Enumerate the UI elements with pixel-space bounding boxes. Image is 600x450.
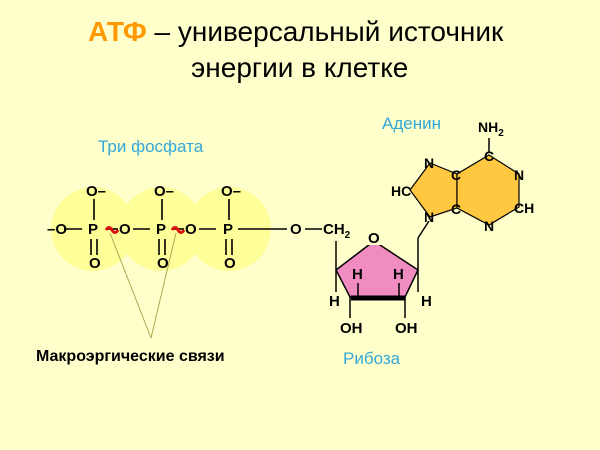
atom-oh-1: OH (340, 320, 363, 337)
atom-n-3: N (484, 218, 494, 234)
label-ribose: Рибоза (343, 349, 401, 368)
label-three-phosphates: Три фосфата (98, 137, 204, 156)
title-accent: АТФ (88, 16, 147, 47)
adenine-six-ring (456, 154, 520, 226)
atom-c-5: C (451, 167, 461, 183)
ribose-o-bg (366, 229, 382, 245)
atom-ribose-o: O (368, 230, 380, 247)
atom-o-double-3: O (224, 255, 236, 272)
atom-n-1: N (514, 167, 524, 183)
atom-ch-2: CH (514, 200, 534, 216)
atom-p-2: P (156, 221, 166, 238)
title-line-1-rest: – универсальный источник (146, 16, 504, 47)
atom-n-9: N (424, 209, 434, 225)
phosphate-circle-1 (51, 187, 135, 271)
ribose-ring (335, 220, 430, 318)
atom-hc-8: HC (391, 183, 411, 199)
atom-h-4: H (421, 293, 432, 310)
atom-o-minus-1: O– (86, 183, 106, 200)
ribose-pentagon (335, 240, 419, 298)
atom-nh2: NH2 (478, 119, 504, 139)
atom-ch2: CH2 (323, 221, 351, 241)
ribose-atoms: O H H H H OH OH (329, 230, 432, 337)
phosphate-circle-3 (187, 187, 271, 271)
phosphate-atoms: O– O– O– –O P O P O P O O O O CH2 (47, 183, 351, 272)
label-adenine: Аденин (382, 114, 441, 133)
adenine-five-ring (409, 162, 458, 218)
adenine-rings (409, 138, 520, 226)
macroergic-pointer-lines (109, 232, 177, 339)
atom-p-1: P (88, 221, 98, 238)
atom-o-bridge-2: O (185, 221, 197, 238)
atom-o-bridge-1: O (119, 221, 131, 238)
phosphate-circles (51, 187, 271, 271)
atom-o-minus-2: O– (154, 183, 174, 200)
atom-c-4: C (451, 201, 461, 217)
high-energy-bond-2 (170, 226, 186, 234)
high-energy-bond-1 (104, 226, 120, 234)
atom-p-3: P (223, 221, 233, 238)
atom-o-ester: O (290, 221, 302, 238)
label-macroergic-bonds: Макроэргические связи (36, 348, 225, 365)
atom-c-6: C (484, 148, 494, 164)
atom-h-1: H (352, 266, 363, 283)
atom-oh-2: OH (395, 320, 418, 337)
atom-h-2: H (393, 266, 404, 283)
title-line-1: АТФ – универсальный источник (88, 16, 503, 48)
atom-n-7: N (424, 155, 434, 171)
title-line-2: энергии в клетке (191, 52, 409, 83)
atom-o-minus-terminal: –O (47, 221, 67, 238)
atom-o-minus-3: O– (221, 183, 241, 200)
atom-o-double-2: O (157, 255, 169, 272)
high-energy-bonds (104, 226, 186, 234)
phosphate-circle-2 (119, 187, 203, 271)
adenine-atoms: NH2 C N C N HC C CH N N (391, 119, 534, 234)
atom-h-3: H (329, 293, 340, 310)
atom-o-double-1: O (89, 255, 101, 272)
